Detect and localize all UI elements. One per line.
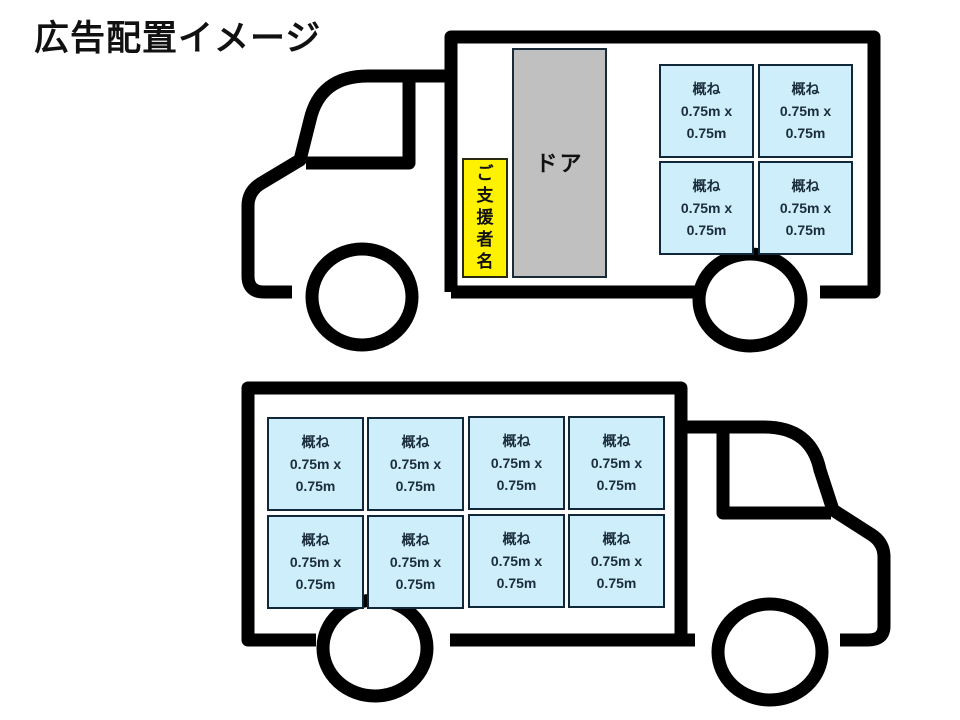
ad-size-width: 0.75m x — [779, 103, 832, 119]
ad-label: 概ね — [401, 532, 430, 548]
ad-size-height: 0.75m — [686, 222, 727, 238]
ad-space: 概ね 0.75m x 0.75m — [267, 515, 364, 609]
ad-label: 概ね — [502, 433, 531, 449]
ad-size-height: 0.75m — [395, 576, 436, 592]
ad-label: 概ね — [692, 81, 721, 97]
ad-label: 概ね — [301, 434, 330, 450]
ad-label: 概ね — [791, 81, 820, 97]
ad-size-width: 0.75m x — [490, 455, 543, 471]
ad-size-height: 0.75m — [395, 478, 436, 494]
ad-space: 概ね 0.75m x 0.75m — [367, 417, 464, 511]
ad-size-height: 0.75m — [785, 222, 826, 238]
ad-label: 概ね — [692, 178, 721, 194]
ad-space: 概ね 0.75m x 0.75m — [267, 417, 364, 511]
sponsor-name-panel: ご 支 援 者 名 — [462, 158, 508, 278]
ad-size-height: 0.75m — [496, 575, 537, 591]
ad-size-height: 0.75m — [596, 477, 637, 493]
sponsor-char: 援 — [476, 208, 494, 228]
door-panel: ドア — [512, 48, 607, 278]
sponsor-char: 者 — [476, 230, 494, 250]
ad-size-height: 0.75m — [295, 478, 336, 494]
ad-space: 概ね 0.75m x 0.75m — [568, 416, 665, 510]
ad-label: 概ね — [602, 531, 631, 547]
ad-label: 概ね — [791, 178, 820, 194]
top-truck-icon — [241, 30, 881, 353]
ad-space: 概ね 0.75m x 0.75m — [659, 161, 754, 255]
ad-space: 概ね 0.75m x 0.75m — [468, 416, 565, 510]
ad-size-width: 0.75m x — [680, 200, 733, 216]
sponsor-char: ご — [476, 164, 494, 184]
ad-size-height: 0.75m — [596, 575, 637, 591]
door-label: ドア — [535, 152, 584, 177]
ad-size-height: 0.75m — [295, 576, 336, 592]
ad-label: 概ね — [301, 532, 330, 548]
bottom-truck-icon — [241, 381, 891, 707]
ad-size-width: 0.75m x — [289, 456, 342, 472]
ad-space: 概ね 0.75m x 0.75m — [758, 64, 853, 158]
ad-label: 概ね — [602, 433, 631, 449]
ad-size-height: 0.75m — [496, 477, 537, 493]
ad-space: 概ね 0.75m x 0.75m — [568, 514, 665, 608]
ad-size-height: 0.75m — [785, 125, 826, 141]
page-title: 広告配置イメージ — [34, 19, 322, 59]
ad-space: 概ね 0.75m x 0.75m — [468, 514, 565, 608]
ad-space: 概ね 0.75m x 0.75m — [367, 515, 464, 609]
sponsor-char: 支 — [476, 186, 494, 206]
ad-size-width: 0.75m x — [289, 554, 342, 570]
ad-space: 概ね 0.75m x 0.75m — [659, 64, 754, 158]
ad-size-width: 0.75m x — [779, 200, 832, 216]
ad-size-width: 0.75m x — [590, 553, 643, 569]
ad-size-width: 0.75m x — [490, 553, 543, 569]
ad-size-width: 0.75m x — [389, 554, 442, 570]
ad-size-width: 0.75m x — [680, 103, 733, 119]
ad-label: 概ね — [401, 434, 430, 450]
ad-size-height: 0.75m — [686, 125, 727, 141]
ad-label: 概ね — [502, 531, 531, 547]
ad-size-width: 0.75m x — [389, 456, 442, 472]
sponsor-char: 名 — [476, 252, 494, 272]
ad-space: 概ね 0.75m x 0.75m — [758, 161, 853, 255]
ad-size-width: 0.75m x — [590, 455, 643, 471]
